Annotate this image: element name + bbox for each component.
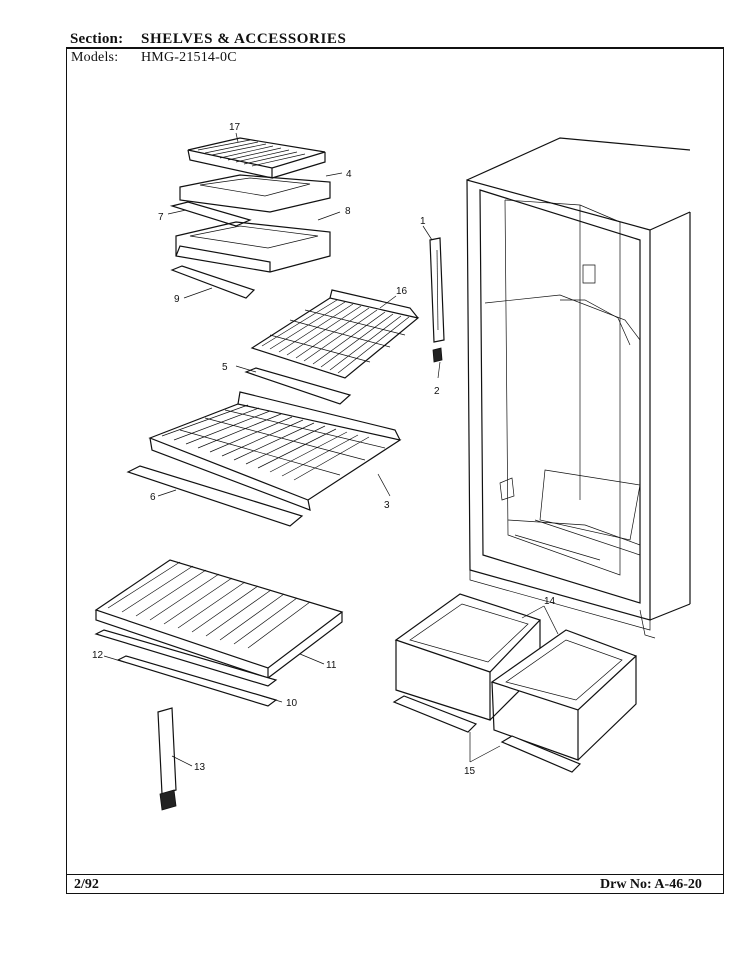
callout-12: 12 (92, 650, 104, 661)
callout-3: 3 (384, 500, 390, 511)
callout-13: 13 (194, 762, 206, 773)
callout-9: 9 (174, 294, 180, 305)
leader-lines (103, 132, 559, 767)
callout-11: 11 (326, 660, 337, 671)
section-title: SHELVES & ACCESSORIES (141, 31, 347, 47)
refrigerator-cabinet (466, 137, 691, 639)
wire-shelf-3 (126, 391, 402, 527)
callout-6: 6 (150, 492, 156, 503)
callout-1: 1 (420, 216, 426, 227)
crisper-bins-14 (392, 593, 638, 773)
bottom-shelf-11 (94, 559, 344, 707)
callout-14: 14 (544, 596, 556, 607)
callout-10: 10 (286, 698, 298, 709)
callout-16: 16 (396, 286, 408, 297)
drawing-frame (66, 48, 724, 894)
upper-shelf-assembly (169, 137, 331, 299)
callout-5: 5 (222, 362, 228, 373)
callout-7: 7 (158, 212, 164, 223)
callout-4: 4 (346, 169, 352, 180)
section-label: Section: (70, 31, 124, 47)
shelf-bracket-1 (429, 237, 445, 363)
part-13 (157, 707, 177, 811)
models-label: Models: (71, 50, 119, 65)
callout-8: 8 (345, 206, 351, 217)
revision-date: 2/92 (74, 877, 99, 892)
callout-15: 15 (464, 766, 476, 777)
callout-2: 2 (434, 386, 440, 397)
header-divider (66, 47, 724, 48)
callout-17: 17 (229, 122, 241, 133)
footer-divider (66, 874, 724, 875)
model-number: HMG-21514-0C (141, 50, 237, 65)
callout-labels: 17 4 7 8 9 16 1 5 2 6 3 14 12 11 10 15 1… (92, 122, 556, 777)
drawing-number: Drw No: A-46-20 (600, 877, 702, 892)
wire-shelf-16 (244, 289, 420, 405)
